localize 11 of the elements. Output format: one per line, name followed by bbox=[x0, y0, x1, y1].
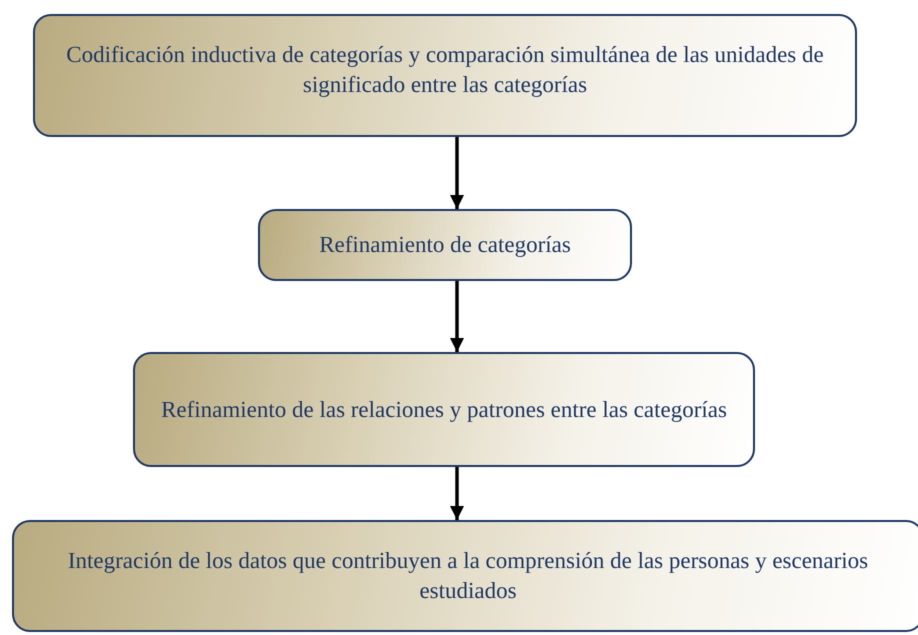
step-text: Refinamiento de categorías bbox=[318, 231, 572, 260]
process-box bbox=[133, 352, 755, 467]
process-box bbox=[33, 14, 857, 137]
step-text: Refinamiento de las relaciones y patrones entre las categorías bbox=[160, 396, 728, 424]
process-box bbox=[258, 209, 632, 281]
arrow bbox=[450, 137, 464, 209]
step-text: Integración de los datos que contribuyen a la comprensión de las personas y escenarios estudiados bbox=[66, 547, 870, 605]
arrow bbox=[450, 467, 464, 520]
arrow bbox=[450, 281, 464, 352]
process-box bbox=[12, 520, 918, 632]
step-text: Codificación inductiva de categorías y comparación simultánea de las unidades de significado entre las categorías bbox=[65, 40, 825, 99]
